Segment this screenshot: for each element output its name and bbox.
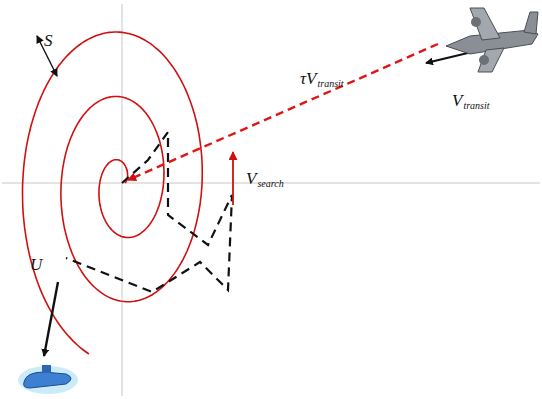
aircraft-icon xyxy=(446,8,538,72)
transit-velocity-arrow xyxy=(426,52,472,63)
y-axis xyxy=(122,4,123,396)
search-spiral xyxy=(23,32,203,354)
search-velocity-arrow xyxy=(232,152,234,205)
transit-distance-label: τV xyxy=(300,70,316,87)
target-velocity-arrow xyxy=(44,282,58,356)
target-track xyxy=(66,132,232,292)
transit-path xyxy=(128,44,438,180)
spacing-label: S xyxy=(44,32,53,49)
transit-velocity-label: V xyxy=(452,92,462,109)
search-velocity-subscript: search xyxy=(257,179,283,189)
search-velocity-label: V xyxy=(246,170,256,187)
transit-velocity-subscript: transit xyxy=(463,101,489,111)
target-velocity-label: U xyxy=(30,256,42,273)
transit-distance-subscript: transit xyxy=(317,79,343,89)
submarine-icon xyxy=(18,365,78,394)
